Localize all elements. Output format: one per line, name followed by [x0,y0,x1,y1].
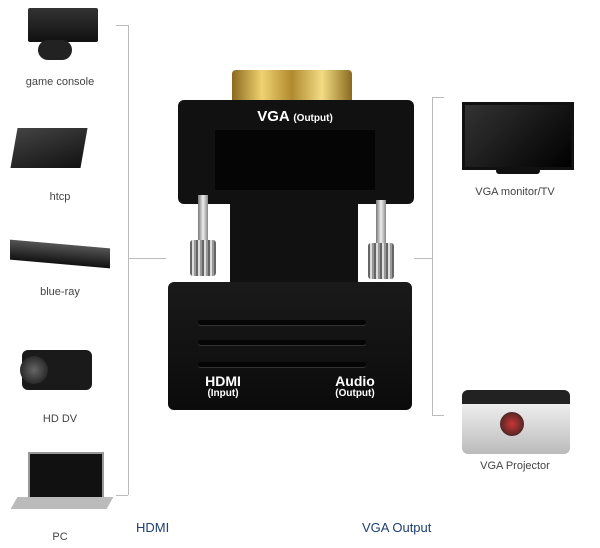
monitor-icon [462,102,574,170]
adapter-middle [230,195,358,285]
audio-port-sub-label: (Output) [335,388,375,399]
right-thumbscrew[interactable] [368,243,394,279]
right-bracket-line [432,97,433,415]
right-bracket-bottom [432,415,444,416]
vent-slot [198,340,366,345]
gamepad-icon [38,40,72,60]
device-label: PC [52,531,68,543]
right-bracket [432,97,444,98]
device-label: HD DV [42,413,78,425]
hdmi-caption: HDMI [136,520,170,535]
device-label: htcp [49,191,71,203]
monitor-stand-icon [496,168,540,174]
hdmi-port-label: HDMI [205,373,241,389]
adapter-bottom: HDMI (Input) Audio (Output) [168,282,412,410]
left-connector-line [128,258,166,259]
vga-label: VGA [257,108,290,125]
hdmi-port-sub-label: (Input) [207,388,239,399]
device-label: VGA Projector [480,460,550,472]
device-label: game console [25,76,95,88]
adapter-recess [215,130,375,190]
device-label: blue-ray [40,286,80,298]
vga-output-caption: VGA Output [362,520,432,535]
lens-icon [20,356,48,384]
device-label: VGA monitor/TV [475,186,555,198]
left-bracket [116,25,128,26]
game-console-icon [28,8,98,42]
vent-slot [198,320,366,325]
left-bracket-bottom [116,495,128,496]
vent-slot [198,362,366,367]
left-bracket-line [128,25,129,495]
right-screw [376,200,386,250]
audio-port-label: Audio [335,373,375,389]
right-connector-line [414,258,432,259]
vga-sub-label: (Output) [293,113,333,124]
vga-gold-connector [232,70,352,104]
left-thumbscrew[interactable] [190,240,216,276]
projector-lens-icon [500,412,524,436]
left-screw [198,195,208,245]
